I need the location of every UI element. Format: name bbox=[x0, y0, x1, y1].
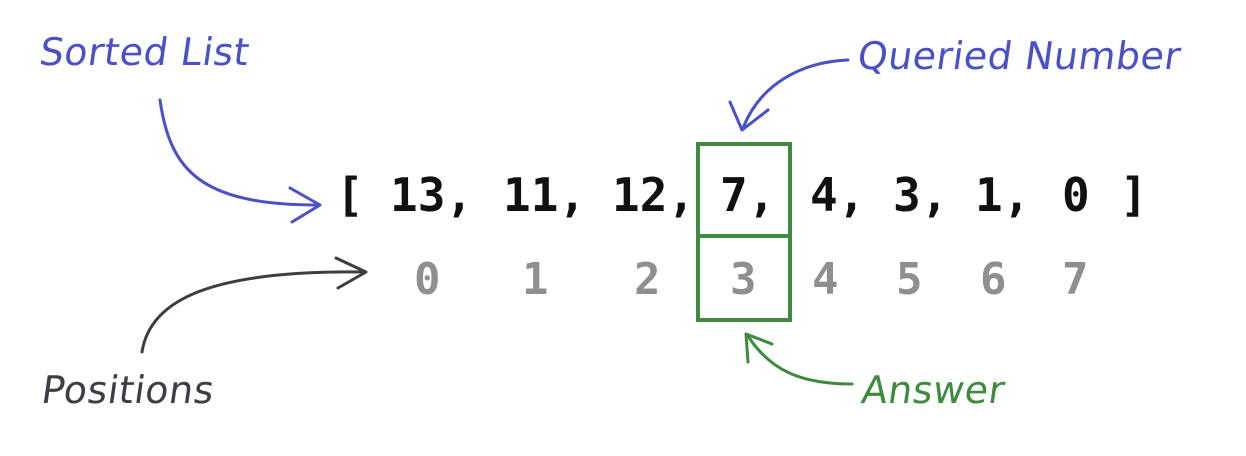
positions-arrow bbox=[140, 270, 367, 354]
list-value-5: 3, bbox=[893, 168, 949, 222]
position-5: 5 bbox=[896, 254, 923, 305]
position-7: 7 bbox=[1062, 254, 1089, 305]
sorted-list-arrow bbox=[158, 98, 320, 207]
list-value-4: 4, bbox=[810, 168, 866, 222]
list-close-bracket: ] bbox=[1120, 168, 1148, 222]
sorted-list-label: Sorted List bbox=[36, 30, 253, 74]
list-value-6: 1, bbox=[975, 168, 1031, 222]
list-value-7: 0 bbox=[1062, 168, 1090, 222]
answer-arrowhead bbox=[744, 332, 774, 364]
answer-label: Answer bbox=[858, 368, 1009, 412]
list-value-1: 11, bbox=[503, 168, 587, 222]
positions-label: Positions bbox=[38, 368, 218, 412]
queried-number-label: Queried Number bbox=[854, 34, 1184, 78]
position-0: 0 bbox=[414, 254, 441, 305]
queried-number-arrowhead bbox=[728, 100, 770, 132]
position-6: 6 bbox=[980, 254, 1007, 305]
position-3: 3 bbox=[730, 254, 757, 305]
sorted-list-arrowhead bbox=[288, 186, 322, 224]
answer-arrow bbox=[746, 334, 854, 386]
list-value-2: 12, bbox=[612, 168, 696, 222]
list-value-3: 7, bbox=[720, 168, 776, 222]
list-value-0: 13, bbox=[390, 168, 474, 222]
queried-number-arrow bbox=[741, 58, 850, 130]
position-2: 2 bbox=[634, 254, 661, 305]
position-1: 1 bbox=[522, 254, 549, 305]
positions-arrowhead bbox=[334, 256, 368, 290]
answer-box bbox=[696, 142, 792, 322]
position-4: 4 bbox=[812, 254, 839, 305]
list-open-bracket: [ bbox=[336, 168, 364, 222]
